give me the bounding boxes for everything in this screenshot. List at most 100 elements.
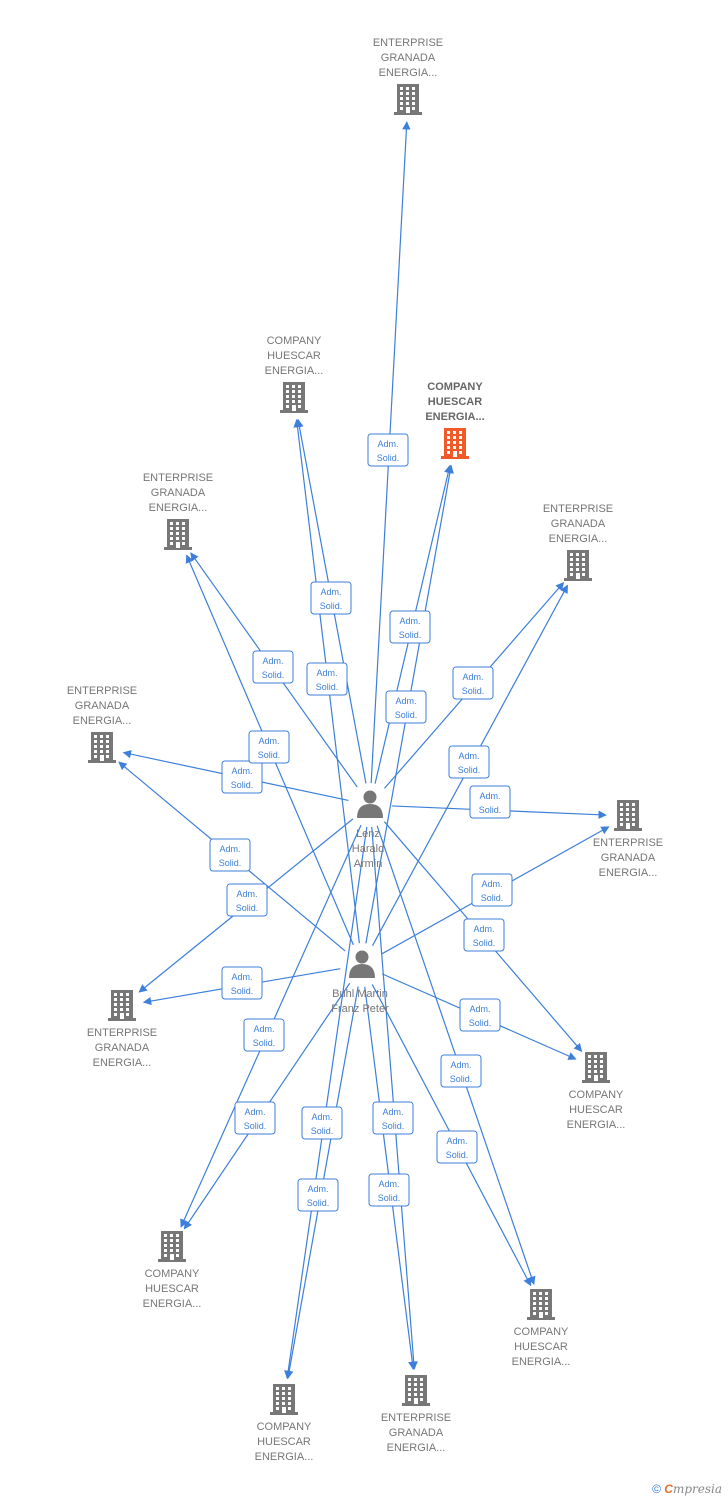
role-badge[interactable]: Adm.Solid. [448, 745, 490, 779]
role-badge[interactable]: Adm.Solid. [463, 918, 505, 952]
company-node[interactable]: COMPANYHUESCARENERGIA... [265, 335, 324, 413]
building-window [539, 1292, 542, 1295]
building-base [394, 112, 422, 115]
building-base [582, 1080, 610, 1083]
company-node[interactable]: ENTERPRISEGRANADAENERGIA... [373, 37, 443, 115]
role-badge-text: Adm. [311, 1112, 332, 1122]
company-node[interactable]: COMPANYHUESCARENERGIA... [255, 1384, 314, 1463]
company-node[interactable]: COMPANYHUESCARENERGIA... [512, 1289, 571, 1368]
role-badge[interactable]: Adm.Solid. [221, 966, 263, 1000]
company-label: ENERGIA... [387, 1442, 446, 1454]
building-window [453, 441, 456, 444]
company-node[interactable]: COMPANYHUESCARENERGIA... [143, 1231, 202, 1310]
building-window [176, 1239, 179, 1242]
building-window [408, 1393, 411, 1396]
company-label: COMPANY [267, 335, 322, 347]
role-badge-box [226, 883, 268, 917]
building-window [632, 803, 635, 806]
role-badge[interactable]: Adm.Solid. [209, 838, 251, 872]
role-badge[interactable]: Adm.Solid. [389, 610, 431, 644]
company-label: ENERGIA... [149, 502, 208, 514]
building-window [288, 1392, 291, 1395]
building-window [570, 563, 573, 566]
building-window [176, 537, 179, 540]
company-node[interactable]: ENTERPRISEGRANADAENERGIA... [143, 472, 213, 550]
building-window [459, 436, 462, 439]
building-window [106, 750, 109, 753]
role-badge[interactable]: Adm.Solid. [234, 1101, 276, 1135]
role-badge-box [440, 1054, 482, 1088]
person-body [349, 964, 375, 978]
role-badge[interactable]: Adm.Solid. [436, 1130, 478, 1164]
building-window [447, 441, 450, 444]
building-window [400, 92, 403, 95]
role-badge[interactable]: Adm.Solid. [310, 581, 352, 615]
building-window [170, 1249, 173, 1252]
building-icon [164, 519, 192, 550]
building-window [276, 1402, 279, 1405]
role-badge[interactable]: Adm.Solid. [252, 650, 294, 684]
building-base [402, 1403, 430, 1406]
role-badge[interactable]: Adm.Solid. [297, 1178, 339, 1212]
building-window [412, 107, 415, 110]
company-node[interactable]: ENTERPRISEGRANADAENERGIA... [543, 503, 613, 581]
company-node[interactable]: ENTERPRISEGRANADAENERGIA... [593, 800, 663, 879]
role-badge[interactable]: Adm.Solid. [471, 873, 513, 907]
role-badge[interactable]: Adm.Solid. [459, 998, 501, 1032]
building-window [594, 1055, 597, 1058]
building-window [176, 1254, 179, 1257]
building-window [545, 1302, 548, 1305]
role-badge[interactable]: Adm.Solid. [301, 1106, 343, 1140]
building-window [298, 395, 301, 398]
company-label: COMPANY [427, 381, 483, 393]
copyright-symbol: © [652, 1482, 661, 1496]
building-window [282, 1392, 285, 1395]
role-badge-text: Solid. [236, 903, 259, 913]
building-door [626, 823, 630, 829]
company-node[interactable]: COMPANYHUESCARENERGIA... [567, 1052, 626, 1131]
role-badge[interactable]: Adm.Solid. [367, 433, 409, 467]
building-icon [527, 1289, 555, 1320]
building-door [576, 573, 580, 579]
role-badge[interactable]: Adm.Solid. [248, 730, 290, 764]
building-window [288, 1387, 291, 1390]
company-label: GRANADA [381, 52, 436, 64]
role-badge-text: Adm. [469, 1004, 490, 1014]
company-label: ENERGIA... [599, 867, 658, 879]
person-label: Harald [352, 843, 384, 855]
company-node[interactable]: ENTERPRISEGRANADAENERGIA... [87, 990, 157, 1069]
footer-brand[interactable]: © Cmpresia [652, 1482, 722, 1496]
company-node[interactable]: COMPANYHUESCARENERGIA... [425, 381, 485, 459]
building-window [406, 102, 409, 105]
building-window [447, 431, 450, 434]
role-badge[interactable]: Adm.Solid. [221, 760, 263, 794]
role-badge[interactable]: Adm.Solid. [469, 785, 511, 819]
role-badge[interactable]: Adm.Solid. [368, 1173, 410, 1207]
building-window [282, 1387, 285, 1390]
company-node[interactable]: ENTERPRISEGRANADAENERGIA... [67, 685, 137, 763]
role-badge[interactable]: Adm.Solid. [385, 690, 427, 724]
company-label: COMPANY [145, 1268, 200, 1280]
company-label: ENTERPRISE [593, 837, 663, 849]
company-label: ENTERPRISE [67, 685, 137, 697]
building-window [533, 1307, 536, 1310]
role-badge[interactable]: Adm.Solid. [452, 666, 494, 700]
building-window [176, 522, 179, 525]
role-badge-text: Solid. [395, 710, 418, 720]
building-window [288, 1397, 291, 1400]
building-window [164, 1249, 167, 1252]
building-window [276, 1397, 279, 1400]
building-window [288, 1407, 291, 1410]
building-window [182, 532, 185, 535]
role-badge[interactable]: Adm.Solid. [226, 883, 268, 917]
company-node[interactable]: ENTERPRISEGRANADAENERGIA... [381, 1375, 451, 1454]
building-window [276, 1407, 279, 1410]
building-window [539, 1297, 542, 1300]
role-badge[interactable]: Adm.Solid. [372, 1101, 414, 1135]
role-badge[interactable]: Adm.Solid. [306, 662, 348, 696]
role-badge[interactable]: Adm.Solid. [440, 1054, 482, 1088]
building-window [626, 818, 629, 821]
role-badge[interactable]: Adm.Solid. [243, 1018, 285, 1052]
